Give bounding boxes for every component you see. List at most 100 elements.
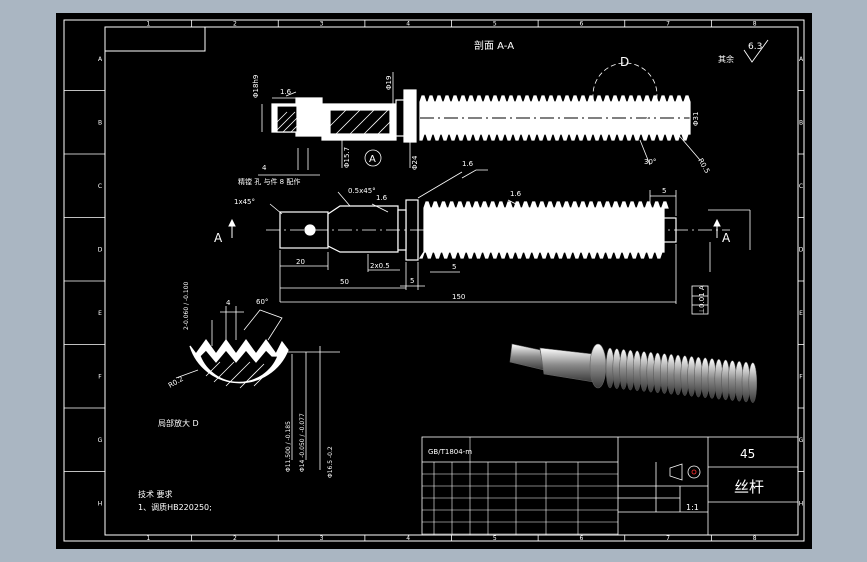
top-left-box: [104, 26, 206, 52]
roughness-symbol: [743, 39, 769, 63]
dim-4: 4: [262, 164, 267, 172]
zone-number-bottom: 1: [146, 535, 150, 542]
outer-frame: [63, 19, 805, 542]
zone-letter-left: B: [98, 119, 102, 126]
section-hatch-2: [329, 109, 391, 135]
zone-letter-left: F: [98, 373, 102, 380]
dim-chamfer-05x45: 0.5x45°: [348, 187, 376, 195]
roughness-note: 其余: [718, 54, 734, 64]
detail-dim-60: 60°: [256, 298, 268, 306]
detail-dim-t3: Φ16.5 -0.2: [327, 446, 334, 478]
main-view: [266, 199, 730, 261]
section-title: 剖面 A-A: [474, 39, 514, 52]
zone-number-bottom: 2: [233, 535, 237, 542]
notes-title: 技术 要求: [138, 489, 173, 499]
detail-dim-t1: Φ11.500 / -0.185: [285, 421, 292, 472]
zone-letter-right: D: [799, 246, 804, 253]
notes-line-1: 1、调质HB220250;: [138, 502, 212, 512]
zone-numbers-bottom: 1 2 3 4 5 6 7 8: [146, 535, 757, 542]
label-a-right: A: [722, 231, 731, 245]
dim-20: 20: [296, 258, 305, 266]
dim-phi31: Φ31: [692, 112, 700, 126]
label-a-left: A: [214, 231, 223, 245]
iso-view: [509, 343, 758, 403]
zone-number-bottom: 8: [753, 535, 757, 542]
dim-5-a: 5: [410, 277, 414, 285]
zone-number-bottom: 5: [493, 535, 497, 542]
main-dimensions: [269, 171, 751, 315]
dim-phi24: Φ24: [411, 155, 419, 170]
iso-collar: [589, 343, 607, 389]
zone-letter-left: D: [98, 246, 103, 253]
zone-letters-left: A B C D E F G H: [64, 56, 105, 507]
iso-thread-rings: [605, 347, 758, 403]
zone-letter-left: E: [98, 310, 102, 317]
dim-r16-a: 1.6: [280, 88, 292, 96]
zone-letter-left: C: [98, 183, 102, 190]
zone-number-top: 6: [580, 21, 584, 28]
section-circle-label: A: [369, 154, 376, 165]
arrow-right-a: [713, 218, 721, 238]
tolerance-text: ⊥0.01 A: [698, 285, 706, 314]
tb-standard: GB/T1804-m: [428, 448, 472, 456]
projection-symbol: [669, 463, 701, 481]
detail-circle-d: [592, 62, 658, 128]
hatch-lines-2: [329, 109, 391, 135]
dim-5-c: 5: [662, 187, 666, 195]
section-arrows: [228, 218, 721, 238]
dim-5-b: 5: [452, 263, 456, 271]
zone-number-top: 3: [320, 21, 324, 28]
detail-title: 局部放大 D: [158, 418, 199, 428]
tb-scale: 1:1: [686, 503, 699, 512]
dim-r16-main-a: 1.6: [376, 194, 388, 202]
zone-letter-right: A: [799, 56, 804, 63]
section-dimensions: [258, 62, 701, 179]
section-thread: [419, 95, 691, 141]
zone-letter-right: F: [799, 373, 803, 380]
zone-letter-right: G: [799, 437, 804, 444]
detail-letter-d: D: [620, 55, 629, 69]
zone-numbers-top: 1 2 3 4 5 6 7 8: [146, 20, 757, 28]
zone-number-bottom: 7: [666, 535, 670, 542]
detail-view: [189, 338, 289, 389]
zone-number-top: 4: [406, 21, 410, 28]
zone-letter-left: H: [98, 500, 103, 507]
dim-50: 50: [340, 278, 349, 286]
iso-thread-ring: [748, 362, 758, 403]
zone-letter-right: H: [799, 500, 804, 507]
zone-letter-left: A: [98, 56, 103, 63]
zone-number-top: 5: [493, 21, 497, 28]
arrow-left-a: [228, 218, 236, 238]
detail-dim-4: 4: [226, 299, 231, 307]
hole-note: 精镗 孔 与件 8 配作: [238, 177, 300, 186]
dim-phi18h9: Φ18h9: [252, 75, 260, 98]
dim-r16-main-b: 1.6: [510, 190, 522, 198]
title-block-grid: [422, 437, 618, 535]
section-collar: [403, 89, 417, 143]
dim-150: 150: [452, 293, 465, 301]
dim-phi15-7: Φ15.7: [343, 147, 351, 168]
section-view: [271, 89, 691, 143]
main-middle: [327, 205, 399, 253]
detail-dim-t2: Φ14 -0.050 / -0.077: [299, 413, 306, 472]
tb-part-name: 丝杆: [734, 478, 764, 496]
dim-r16-b: 1.6: [462, 160, 474, 168]
roughness-value: 6.3: [748, 42, 762, 52]
zone-letter-right: B: [799, 119, 803, 126]
zone-letter-left: G: [98, 437, 103, 444]
zone-number-bottom: 4: [406, 535, 410, 542]
zone-number-top: 2: [233, 21, 237, 28]
tb-material: 45: [740, 447, 755, 461]
detail-dimensions: [175, 306, 340, 470]
detail-dim-tol: 2-0.060 / -0.100: [183, 281, 190, 330]
zone-letter-right: C: [799, 183, 803, 190]
zone-number-top: 1: [146, 21, 150, 28]
zone-letter-right: E: [799, 310, 803, 317]
zone-number-top: 7: [666, 21, 670, 28]
zone-number-top: 8: [753, 21, 757, 28]
dim-30deg: 30°: [644, 158, 656, 166]
zone-number-bottom: 3: [320, 535, 324, 542]
dim-phi19: Φ19: [385, 76, 393, 90]
zone-number-bottom: 6: [580, 535, 584, 542]
